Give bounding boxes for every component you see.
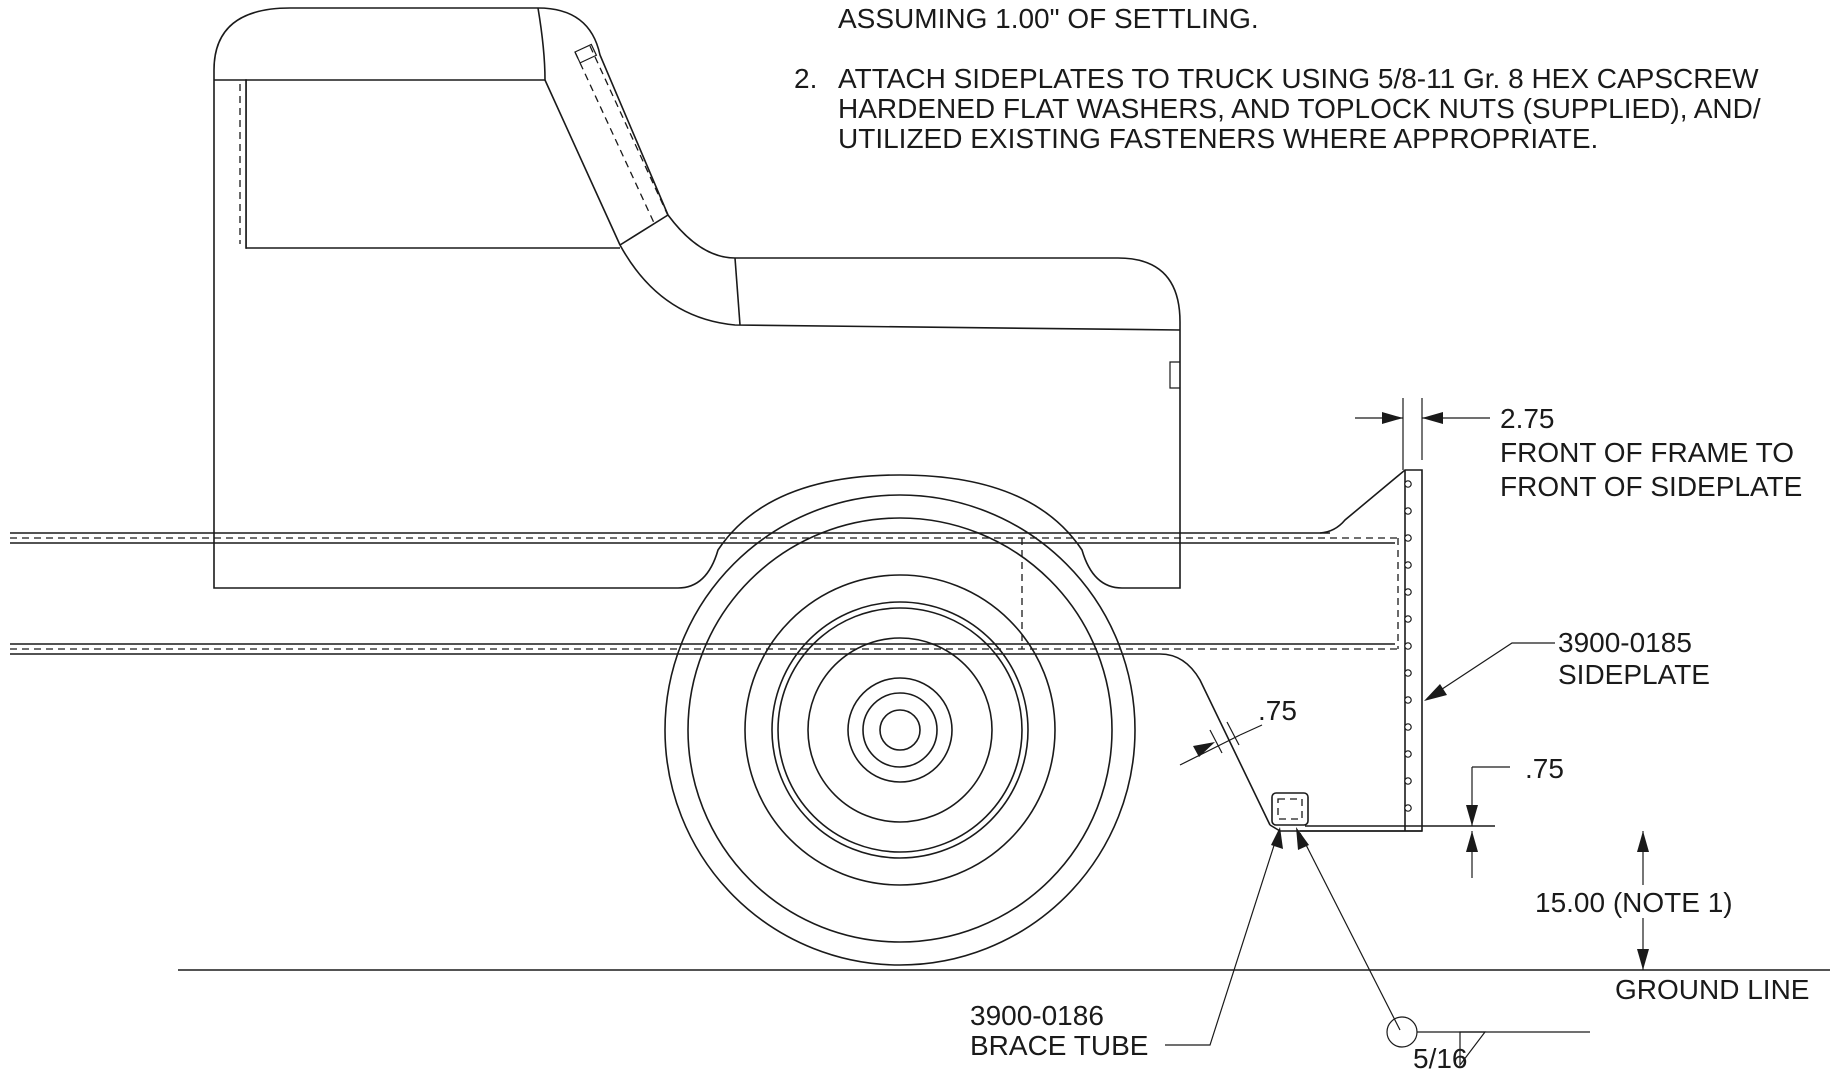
brace-thickness-dimension: .75 [1179, 695, 1297, 766]
bolt-hole [1404, 777, 1412, 785]
ground-clearance-value: 15.00 (NOTE 1) [1535, 887, 1733, 918]
weld-symbol: 5/16 [1296, 827, 1590, 1073]
brace-name: BRACE TUBE [970, 1030, 1148, 1061]
bolt-hole [1404, 561, 1412, 569]
bolt-hole [1404, 480, 1412, 488]
note-2-line-2: HARDENED FLAT WASHERS, AND TOPLOCK NUTS … [838, 93, 1761, 124]
bolt-hole [1404, 804, 1412, 812]
frame-rail [10, 532, 1400, 655]
note-settling-text: ASSUMING 1.00" OF SETTLING. [838, 3, 1259, 34]
bolt-hole [1404, 750, 1412, 758]
note-2-number: 2. [794, 63, 817, 94]
sideplate-holes [1404, 480, 1412, 812]
frame-offset-dimension: 2.75 FRONT OF FRAME TO FRONT OF SIDEPLAT… [1355, 398, 1802, 502]
truck-cab [213, 7, 1181, 589]
bolt-hole [1404, 588, 1412, 596]
bolt-hole [1404, 615, 1412, 623]
plate-thickness-value: .75 [1525, 753, 1564, 784]
bolt-hole [1404, 723, 1412, 731]
brace-thickness-value: .75 [1258, 695, 1297, 726]
note-2-line-1: ATTACH SIDEPLATES TO TRUCK USING 5/8-11 … [838, 63, 1759, 94]
sideplate-callout: 3900-0185 SIDEPLATE [1424, 627, 1710, 701]
sideplate-part-number: 3900-0185 [1558, 627, 1692, 658]
bolt-hole [1404, 696, 1412, 704]
bolt-hole [1404, 669, 1412, 677]
ground-clearance-dimension: 15.00 (NOTE 1) [1535, 831, 1733, 970]
frame-offset-value: 2.75 [1500, 403, 1555, 434]
brace-tube [1271, 792, 1309, 826]
plate-thickness-dimension: .75 [1466, 753, 1564, 878]
brace-part-number: 3900-0186 [970, 1000, 1104, 1031]
frame-offset-label-2: FRONT OF SIDEPLATE [1500, 471, 1802, 502]
note-2-line-3: UTILIZED EXISTING FASTENERS WHERE APPROP… [838, 123, 1598, 154]
frame-offset-label-1: FRONT OF FRAME TO [1500, 437, 1794, 468]
wheel [664, 494, 1136, 966]
brace-tube-callout: 3900-0186 BRACE TUBE [970, 827, 1283, 1061]
bolt-hole [1404, 534, 1412, 542]
ground-line-label: GROUND LINE [1615, 974, 1809, 1005]
weld-size: 5/16 [1413, 1043, 1468, 1073]
sideplate [1159, 469, 1495, 832]
sideplate-name: SIDEPLATE [1558, 659, 1710, 690]
bolt-hole [1404, 507, 1412, 515]
bolt-hole [1404, 642, 1412, 650]
